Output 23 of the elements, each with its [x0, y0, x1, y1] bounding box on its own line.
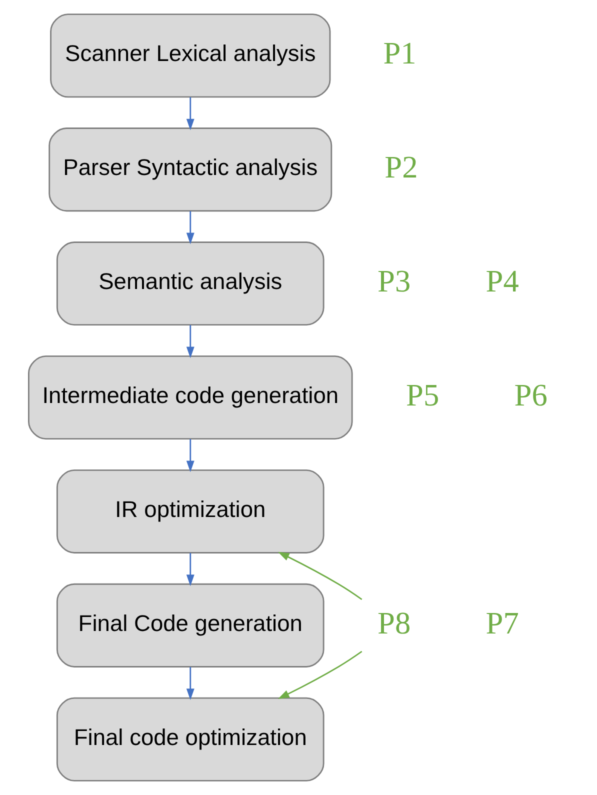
label: P2 — [384, 150, 418, 185]
label: P6 — [514, 377, 547, 412]
label: P5 — [406, 377, 439, 412]
label: P7 — [485, 605, 518, 640]
node-box: Final Code generation — [56, 583, 324, 668]
node-box: Intermediate code generation — [27, 355, 352, 440]
arrow — [277, 552, 362, 600]
arrow — [186, 439, 194, 472]
label: P1 — [382, 36, 416, 71]
label: P3 — [377, 264, 410, 299]
arrow — [186, 325, 194, 358]
node-box: Final code optimization — [56, 697, 324, 782]
arrow — [186, 211, 194, 244]
node-box: Parser Syntactic analysis — [48, 128, 332, 212]
node-box: IR optimization — [56, 469, 324, 554]
node-box: Scanner Lexical analysis — [50, 14, 330, 98]
arrow — [277, 650, 362, 700]
arrow — [186, 553, 194, 586]
arrow — [186, 666, 194, 700]
arrow — [186, 97, 194, 130]
label: P4 — [485, 264, 518, 299]
node-text: P8 — [377, 605, 410, 640]
node-box: Semantic analysis — [56, 242, 324, 326]
